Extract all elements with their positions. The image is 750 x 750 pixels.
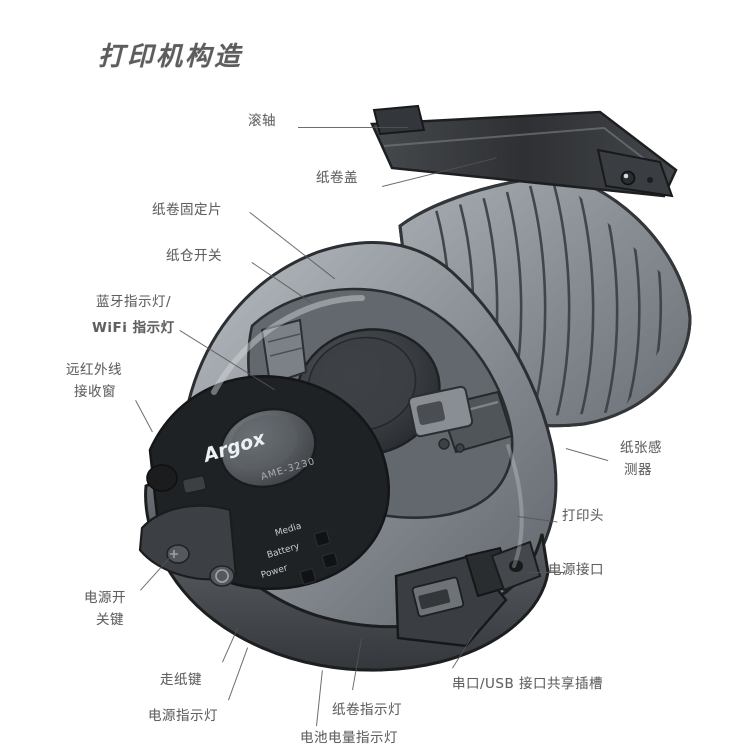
- callout-power-jack: 电源接口: [548, 562, 604, 578]
- callout-ir-window-line2: 接收窗: [74, 384, 116, 400]
- callout-paper-sensor-line2: 测器: [624, 462, 652, 478]
- leader-power-jack: [528, 572, 564, 574]
- callout-paper-sensor-line1: 纸张感: [620, 440, 662, 456]
- callout-feed-button: 走纸键: [160, 672, 202, 688]
- callout-roll-fixing-plate: 纸卷固定片: [152, 202, 222, 218]
- callout-paper-bay-switch: 纸仓开关: [166, 248, 222, 264]
- callout-battery-led: 电池电量指示灯: [300, 730, 398, 746]
- cover-hinge-bar-art: [370, 104, 678, 198]
- callout-wifi-led: WiFi 指示灯: [92, 320, 175, 336]
- printer-body-art: Argox AME-3230 Media Battery Power: [138, 241, 558, 672]
- callout-media-led: 纸卷指示灯: [332, 702, 402, 718]
- callout-print-head: 打印头: [562, 508, 604, 524]
- callout-power-switch-line2: 关键: [96, 612, 124, 628]
- figure-title: 打印机构造: [98, 42, 244, 72]
- callout-bluetooth-led: 蓝牙指示灯/: [96, 294, 172, 310]
- callout-roller: 滚轴: [248, 113, 276, 129]
- callout-paper-roll-cover: 纸卷盖: [316, 170, 358, 186]
- leader-roller: [298, 127, 408, 129]
- callout-ir-window-line1: 远红外线: [66, 362, 122, 378]
- callout-power-switch-line1: 电源开: [84, 590, 126, 606]
- callout-serial-usb-slot: 串口/USB 接口共享插槽: [452, 676, 604, 692]
- callout-power-led: 电源指示灯: [148, 708, 218, 724]
- led-strip-art: [299, 530, 339, 585]
